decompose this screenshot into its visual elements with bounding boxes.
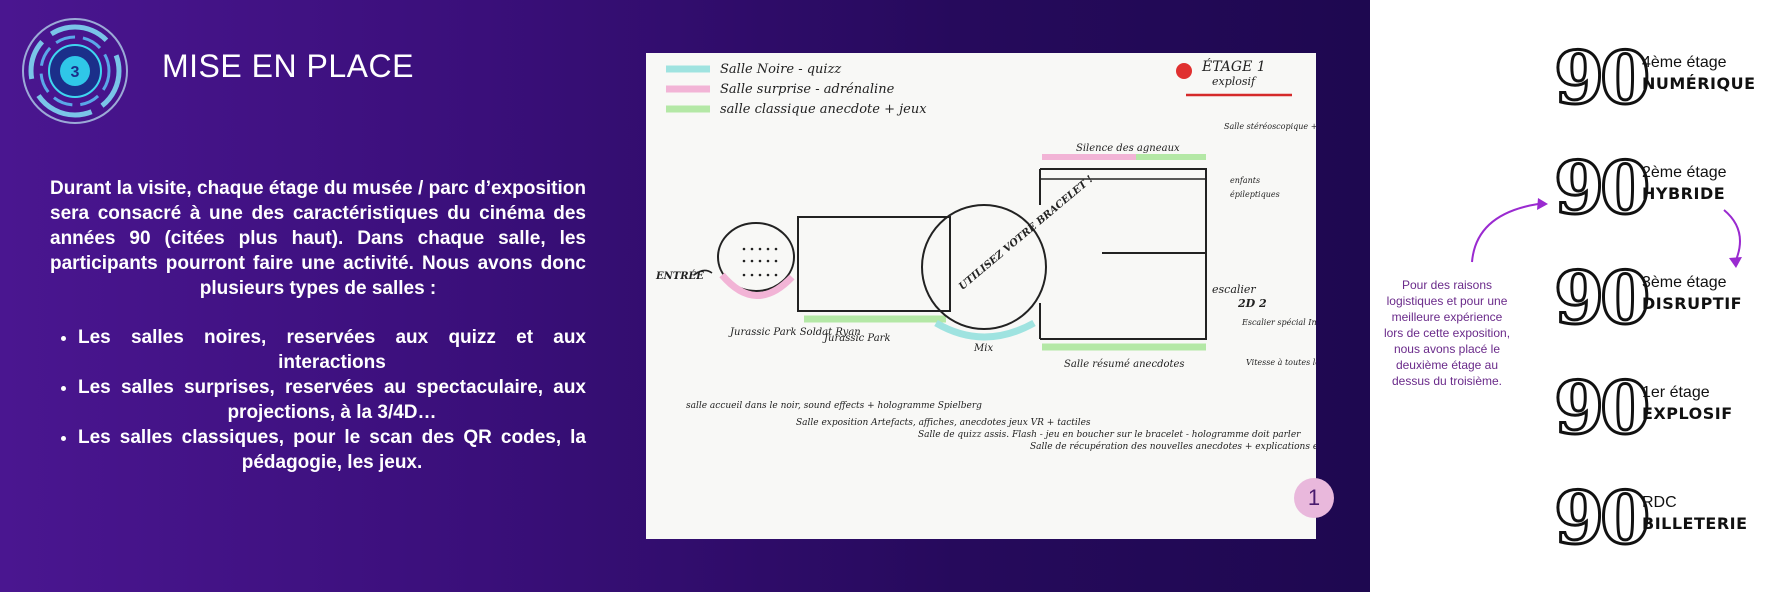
- floor-stage: 1er étage: [1642, 384, 1710, 401]
- floor-order-note: Pour des raisons logistiques et pour une…: [1383, 278, 1511, 388]
- legend-label: Salle surprise - adrénaline: [720, 82, 895, 97]
- floor-name: EXPLOSIF: [1642, 404, 1733, 423]
- label-jurassic-soldat: Jurassic Park Soldat Ryan: [728, 327, 861, 338]
- floor-sub: explosif: [1212, 75, 1257, 88]
- label-escalier: escalier: [1212, 283, 1256, 296]
- note-stairs: Vitesse à toutes les étapes: [1246, 358, 1316, 367]
- floor-name: DISRUPTIF: [1642, 294, 1743, 313]
- note-escalier: Escalier spécial Independence Day: [1241, 318, 1316, 327]
- floor-item-hybride: 90 2ème étage HYBRIDE: [1552, 145, 1790, 230]
- note-2: Salle exposition Artefacts, affiches, an…: [796, 418, 1091, 428]
- floor-plan-sketch: Salle Noire - quizz Salle surprise - adr…: [646, 53, 1316, 539]
- floor-stage: 2ème étage: [1642, 164, 1727, 181]
- red-dot-icon: [1176, 63, 1192, 79]
- floor-number: 90: [1552, 255, 1651, 340]
- description: Durant la visite, chaque étage du musée …: [50, 176, 586, 475]
- intro-text: Durant la visite, chaque étage du musée …: [50, 178, 586, 299]
- legend-label: Salle Noire - quizz: [720, 62, 841, 77]
- page-number-badge: 1: [1294, 478, 1334, 518]
- note-epileptiques: épileptiques: [1230, 190, 1280, 199]
- room-types-list: Les salles noires, reservées aux quizz e…: [50, 325, 586, 475]
- floor-number: 90: [1552, 365, 1651, 450]
- floor-item-explosif: 90 1er étage EXPLOSIF: [1552, 365, 1790, 450]
- floor-number: 90: [1552, 475, 1651, 560]
- floor-item-disruptif: 90 3ème étage DISRUPTIF: [1552, 255, 1790, 340]
- logo-number: 3: [71, 64, 80, 81]
- label-silence: Silence des agneaux: [1076, 143, 1180, 154]
- curved-arrow-up-icon: [1471, 198, 1548, 263]
- floor-item-billeterie: 90 RDC BILLETERIE: [1552, 475, 1790, 560]
- floor-name: HYBRIDE: [1642, 184, 1726, 203]
- label-mix: Mix: [973, 343, 993, 354]
- label-utilisez-bracelet: UTILISEZ VOTRE BRACELET !: [957, 174, 1095, 293]
- floor-number: 90: [1552, 145, 1651, 230]
- floor-number: 90: [1552, 35, 1651, 120]
- floor-stage: 3ème étage: [1642, 274, 1727, 291]
- slide-background: 3 MISE EN PLACE Durant la visite, chaque…: [0, 0, 1370, 592]
- note-1: salle accueil dans le noir, sound effect…: [686, 401, 982, 411]
- label-salle-resume: Salle résumé anecdotes: [1064, 359, 1185, 370]
- legend-label: salle classique anecdote + jeux: [720, 102, 927, 117]
- floor-label: ÉTAGE 1: [1201, 57, 1266, 75]
- floor-name: NUMÉRIQUE: [1642, 74, 1756, 93]
- floor-stage: RDC: [1642, 494, 1677, 511]
- list-item: Les salles noires, reservées aux quizz e…: [78, 325, 586, 375]
- note-3: Salle de quizz assis. Flash - jeu en bou…: [918, 430, 1301, 440]
- list-item: Les salles surprises, reservées au spect…: [78, 375, 586, 425]
- floor-stage: 4ème étage: [1642, 54, 1727, 71]
- page-title: MISE EN PLACE: [162, 48, 414, 84]
- note-enfants: enfants: [1230, 176, 1260, 185]
- note-top-right: Salle stéréoscopique + analyse filmique …: [1224, 122, 1316, 131]
- list-item: Les salles classiques, pour le scan des …: [78, 425, 586, 475]
- label-jurassic-park: Jurassic Park: [822, 333, 891, 344]
- floors-panel: [1370, 0, 1790, 592]
- note-4: Salle de récupération des nouvelles anec…: [1030, 441, 1316, 452]
- curved-arrow-down-icon: [1723, 209, 1742, 268]
- label-escalier-num: 2D 2: [1237, 297, 1267, 310]
- floor-item-numerique: 90 4ème étage NUMÉRIQUE: [1552, 35, 1790, 120]
- floor-name: BILLETERIE: [1642, 514, 1748, 533]
- label-entree: ENTRÉE: [655, 270, 704, 282]
- logo: 3: [18, 14, 132, 128]
- logo-rings-icon: 3: [22, 18, 128, 124]
